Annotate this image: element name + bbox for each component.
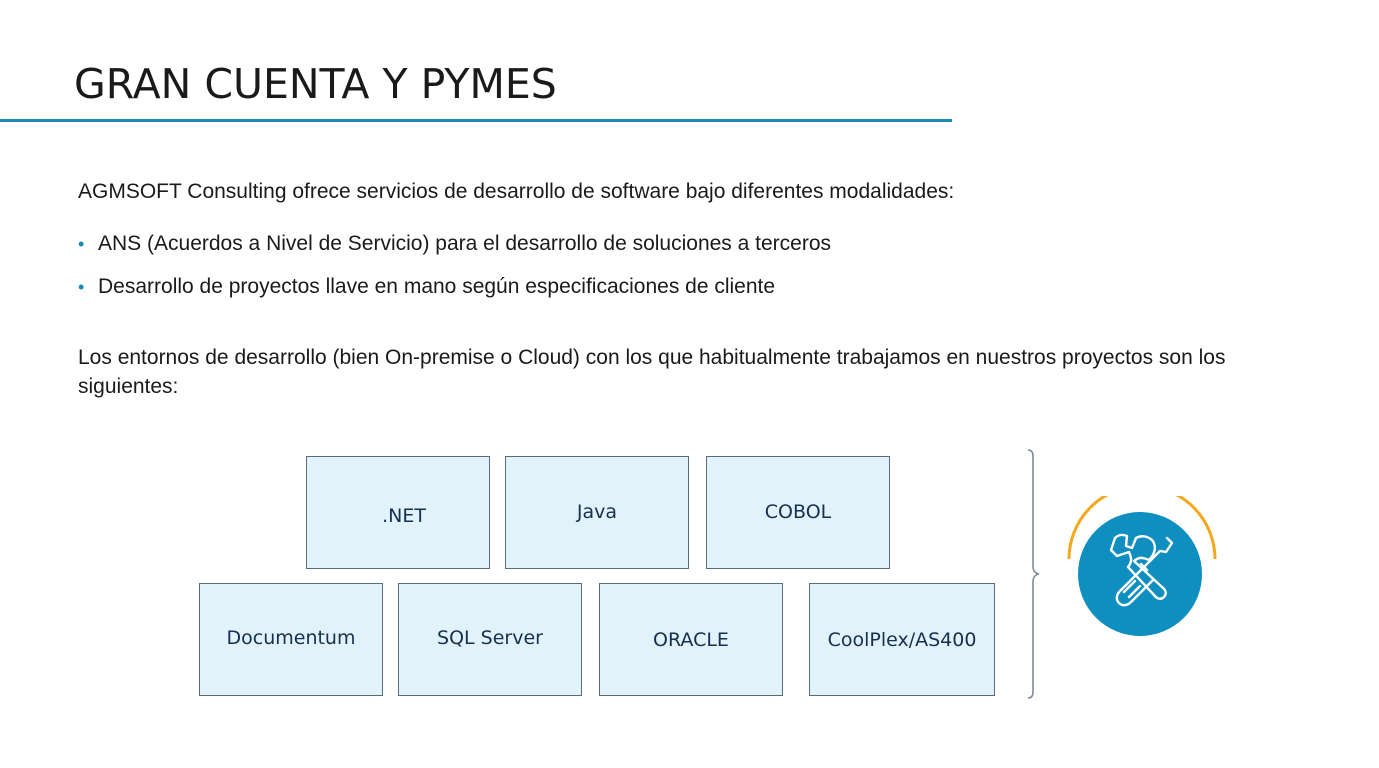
env-label: Documentum [226, 627, 356, 649]
env-label: ORACLE [653, 629, 729, 651]
bullet-icon: • [78, 277, 85, 297]
bullet-text: Desarrollo de proyectos llave en mano se… [98, 275, 776, 298]
env-box-coolplex: CoolPlex/AS400 [809, 583, 995, 696]
env-label: CoolPlex/AS400 [827, 628, 977, 651]
env-box-documentum: Documentum [199, 583, 383, 696]
env-box-oracle: ORACLE [599, 583, 783, 696]
right-brace-icon [1027, 449, 1040, 699]
env-label: SQL Server [437, 627, 543, 649]
page-title: GRAN CUENTA Y PYMES [74, 60, 557, 108]
bullet-text: ANS (Acuerdos a Nivel de Servicio) para … [98, 232, 832, 255]
service-list: • ANS (Acuerdos a Nivel de Servicio) par… [78, 230, 831, 316]
intro-text: AGMSOFT Consulting ofrece servicios de d… [78, 180, 955, 203]
env-label: .NET [382, 504, 426, 527]
list-item: • Desarrollo de proyectos llave en mano … [78, 273, 831, 316]
env-label: Java [576, 500, 618, 523]
env-box-java: Java [505, 456, 689, 569]
title-underline [0, 119, 952, 122]
wrench-screwdriver-icon [1067, 496, 1217, 636]
env-label: COBOL [764, 500, 832, 523]
env-box-dotnet: .NET [306, 456, 490, 569]
list-item: • ANS (Acuerdos a Nivel de Servicio) par… [78, 230, 831, 273]
bullet-icon: • [78, 234, 85, 254]
env-box-cobol: COBOL [706, 456, 890, 569]
environments-intro: Los entornos de desarrollo (bien On-prem… [78, 346, 1226, 398]
env-box-sql-server: SQL Server [398, 583, 582, 696]
